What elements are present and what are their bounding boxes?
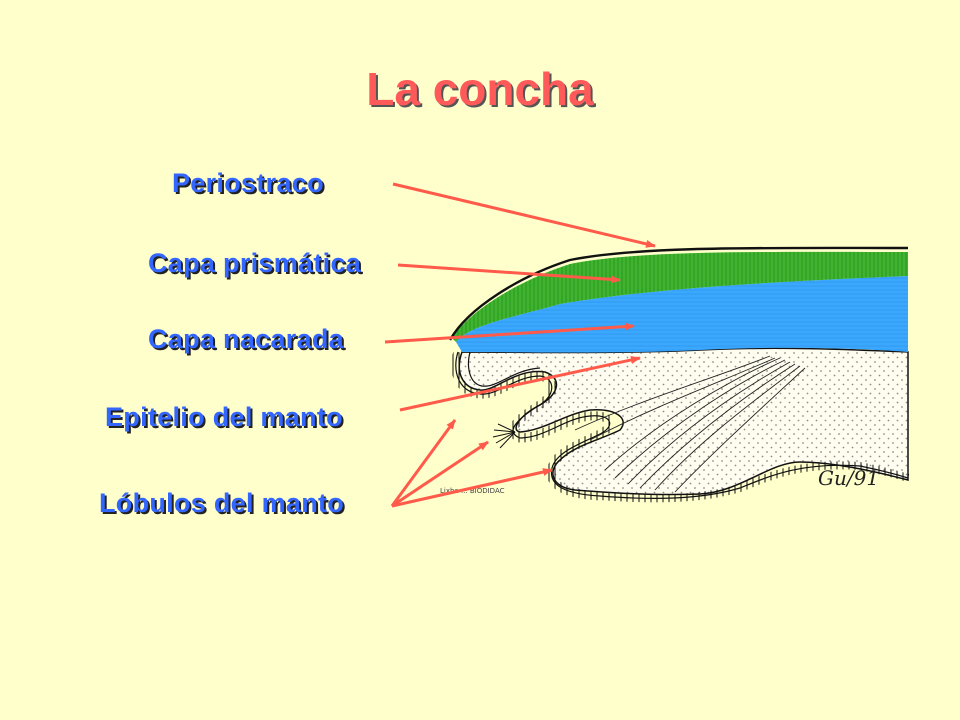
- mantle-epithelium-lower-line: [599, 464, 909, 499]
- mantle-tissue-dots: [459, 348, 908, 495]
- label-capa-nacarada: Capa nacarada: [148, 324, 344, 354]
- label-capa-prismatica: Capa prismática: [148, 248, 362, 278]
- arrow-epitelio: [399, 355, 641, 412]
- arrow-prismatica: [397, 263, 621, 284]
- mantle-tentacle-tuft: [492, 423, 516, 449]
- arrow-periostraco: [392, 182, 656, 248]
- label-epitelio-del-manto: Epitelio del manto: [105, 402, 343, 432]
- pointer-arrows: [384, 182, 656, 508]
- drawing-credit: Lixhe ... BIODIDAC: [440, 487, 505, 495]
- arrow-nacarada: [384, 322, 635, 344]
- artist-signature: Gu/91: [818, 466, 879, 490]
- prismatic-layer-texture: [452, 251, 908, 342]
- slide-title: La concha: [366, 63, 594, 115]
- arrow-lobulos-3: [391, 468, 553, 508]
- label-periostraco: Periostraco: [172, 168, 324, 198]
- nacreous-layer-texture: [456, 276, 908, 353]
- periostracum: [448, 246, 909, 341]
- mantle-epithelium-inner-line: [467, 351, 541, 387]
- label-lobulos-del-manto: Lóbulos del manto: [99, 488, 345, 518]
- arrow-lobulos-1: [390, 419, 457, 507]
- muscle-fibers: [574, 355, 806, 493]
- arrow-lobulos-2: [391, 440, 489, 508]
